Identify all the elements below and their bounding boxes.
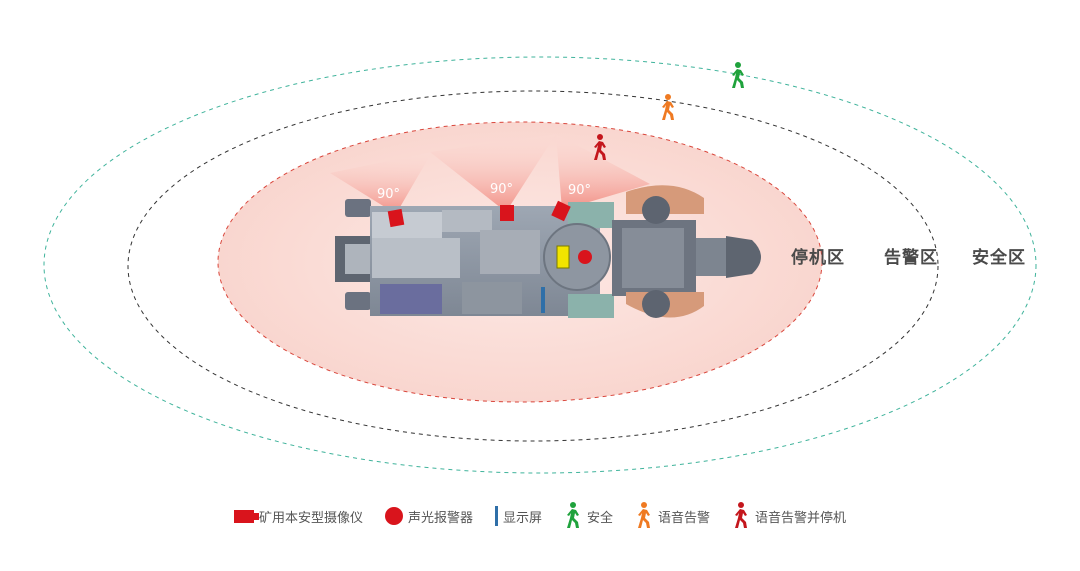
legend-alarm: 声光报警器	[384, 507, 473, 526]
legend-camera-label: 矿用本安型摄像仪	[258, 510, 363, 526]
person-warning-icon	[662, 94, 674, 120]
camera-cone-3	[556, 134, 650, 210]
camera-angle-1: 90°	[377, 187, 400, 202]
camera-angle-3: 90°	[568, 183, 591, 198]
alarm-marker	[578, 250, 592, 264]
person-stop-legend-icon	[732, 502, 750, 530]
legend: 矿用本安型摄像仪 声光报警器 显示屏 安全 语音告警 语音告警并停机	[0, 500, 1080, 532]
camera-marker-2	[500, 205, 514, 221]
legend-safe-label: 安全	[587, 510, 614, 526]
zone-label-warning: 告警区	[884, 247, 938, 268]
legend-safe: 安全	[564, 502, 613, 530]
legend-voice-stop: 语音告警并停机	[732, 502, 846, 530]
camera-angle-2: 90°	[490, 182, 513, 197]
zone-label-stop: 停机区	[791, 247, 845, 268]
camera-marker-1	[387, 208, 405, 228]
legend-voice-warning-label: 语音告警	[658, 510, 711, 526]
camera-cone-1	[330, 152, 432, 214]
camera-icon	[233, 509, 259, 523]
legend-screen: 显示屏	[494, 506, 542, 526]
legend-alarm-label: 声光报警器	[407, 510, 473, 526]
legend-voice-warning: 语音告警	[635, 502, 710, 530]
legend-camera: 矿用本安型摄像仪	[233, 507, 363, 526]
screen-icon	[494, 506, 498, 526]
camera-marker-3	[551, 200, 571, 222]
warning-zone-ellipse	[127, 90, 939, 442]
alarm-icon	[384, 507, 403, 525]
legend-voice-stop-label: 语音告警并停机	[755, 510, 847, 526]
zone-label-safe: 安全区	[972, 247, 1026, 268]
legend-screen-label: 显示屏	[502, 510, 542, 526]
safe-zone-ellipse	[43, 56, 1037, 474]
person-safe-legend-icon	[564, 502, 582, 530]
mining-machine	[335, 185, 761, 318]
person-safe-icon	[732, 62, 744, 88]
person-warning-legend-icon	[635, 502, 653, 530]
screen-marker	[541, 287, 545, 313]
camera-cone-2	[430, 134, 556, 212]
